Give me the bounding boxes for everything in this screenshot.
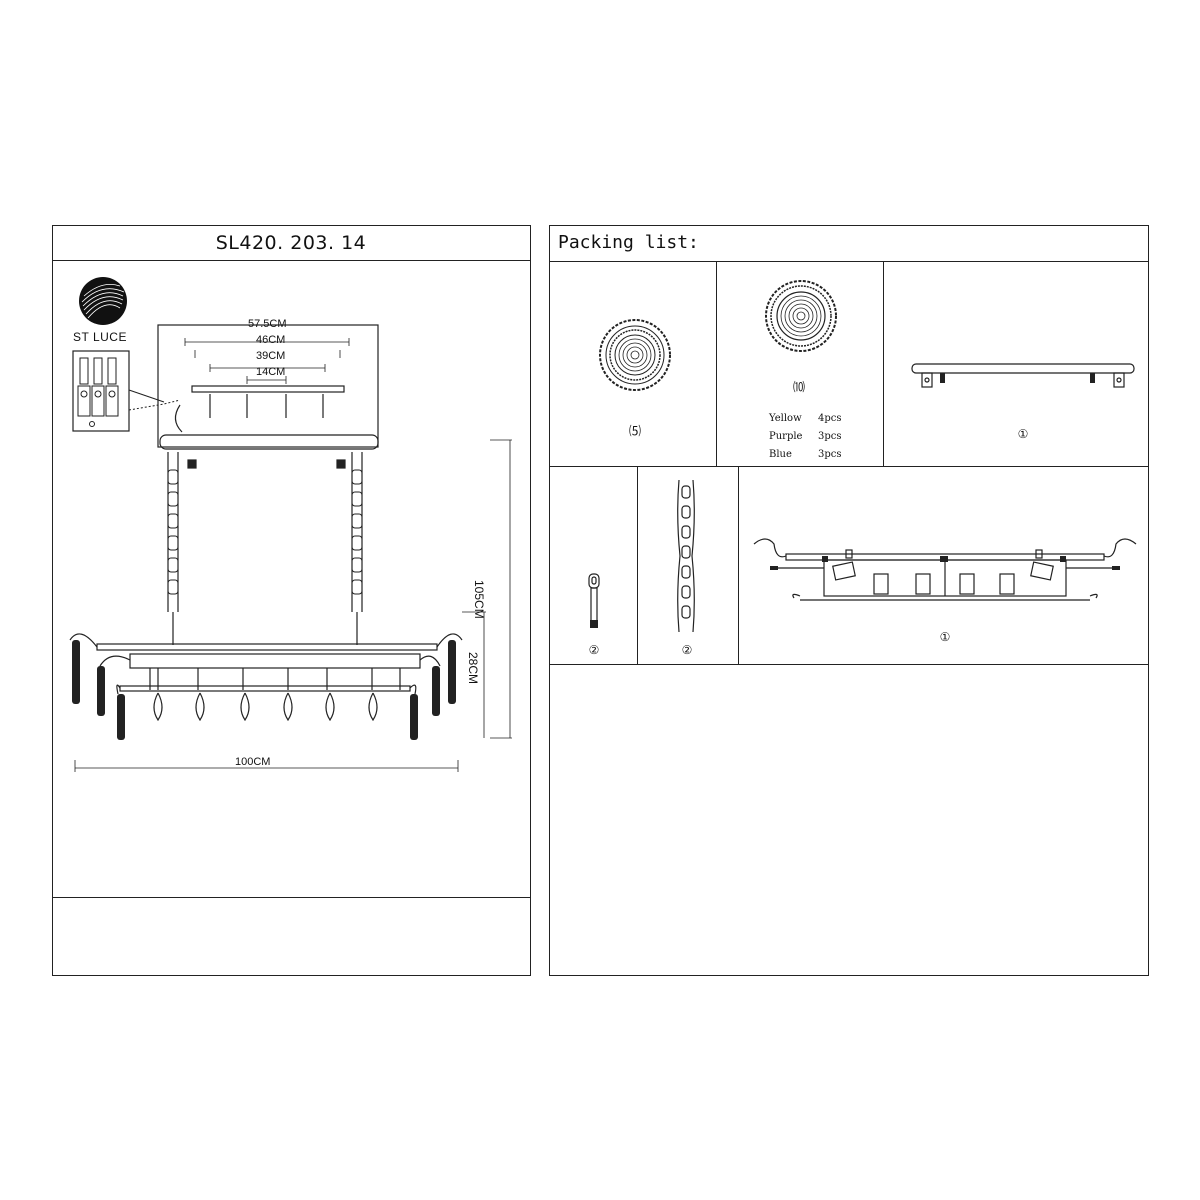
packing-list-title: Packing list: bbox=[558, 232, 699, 253]
hook-icon bbox=[588, 573, 600, 628]
canopy-qty: ① bbox=[1017, 427, 1029, 441]
color-count-purple: 3pcs bbox=[818, 431, 842, 442]
crystal-disc-qty: ⑸ bbox=[628, 424, 641, 438]
hook-qty: ② bbox=[588, 643, 600, 657]
footer-divider bbox=[52, 897, 531, 898]
chain-icon bbox=[677, 479, 695, 633]
model-number: SL420. 203. 14 bbox=[215, 232, 367, 254]
packing-row2-divider bbox=[549, 664, 1149, 665]
color-name-purple: Purple bbox=[769, 431, 803, 442]
canopy-icon bbox=[911, 363, 1135, 388]
dim-105: 105CM bbox=[472, 580, 486, 619]
title-divider bbox=[52, 260, 531, 261]
dim-14: 14CM bbox=[256, 366, 286, 378]
dim-46: 46CM bbox=[256, 334, 286, 346]
crystal-disc-icon bbox=[599, 319, 671, 391]
packing-col-2a bbox=[637, 466, 638, 664]
chain-qty: ② bbox=[681, 643, 693, 657]
color-count-yellow: 4pcs bbox=[818, 413, 842, 424]
dim-39: 39CM bbox=[256, 350, 286, 362]
packing-panel bbox=[549, 225, 1149, 976]
brand-name: ST LUCE bbox=[73, 330, 127, 344]
dim-100: 100CM bbox=[235, 756, 271, 768]
frame-qty: ① bbox=[939, 630, 951, 644]
colored-disc-qty: ⑽ bbox=[792, 380, 805, 394]
color-name-blue: Blue bbox=[769, 449, 792, 460]
frame-icon bbox=[753, 538, 1137, 601]
chandelier-drawing bbox=[69, 324, 512, 772]
color-count-blue: 3pcs bbox=[818, 449, 842, 460]
packing-col-1a bbox=[716, 261, 717, 466]
dim-28: 28CM bbox=[466, 652, 480, 685]
packing-row1-divider bbox=[549, 466, 1149, 467]
color-name-yellow: Yellow bbox=[769, 413, 802, 424]
dim-57-5: 57.5CM bbox=[248, 318, 287, 330]
st-luce-logo-icon bbox=[79, 277, 127, 325]
colored-crystal-disc-icon bbox=[765, 280, 837, 352]
drawing-panel bbox=[52, 225, 531, 976]
packing-col-1b bbox=[883, 261, 884, 466]
packing-title-divider bbox=[549, 261, 1149, 262]
packing-col-2b bbox=[738, 466, 739, 664]
